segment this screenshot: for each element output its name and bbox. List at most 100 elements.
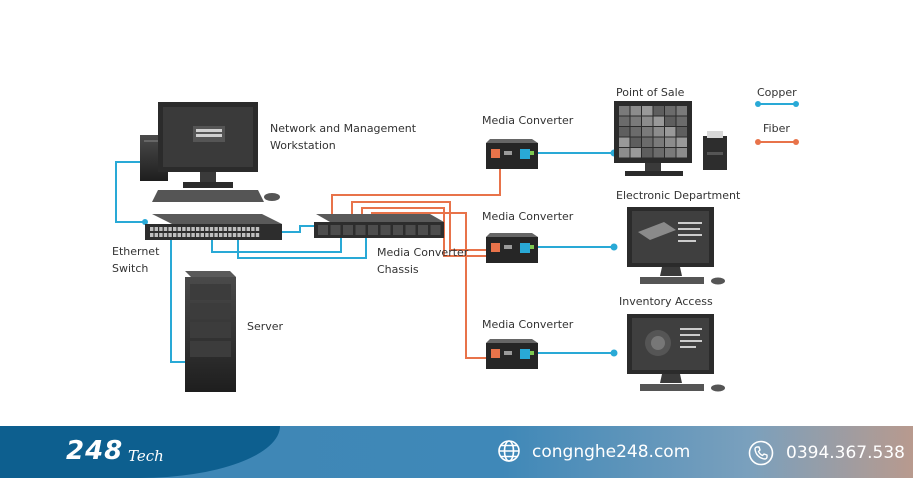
switch-port — [246, 233, 250, 237]
chassis-slot — [418, 225, 428, 235]
switch-port — [191, 227, 195, 231]
electronic-label: Electronic Department — [616, 189, 741, 202]
switch-port — [182, 233, 186, 237]
switch-port — [150, 233, 154, 237]
pos-screen-tile — [665, 148, 676, 158]
chassis-label-line1: Media Converter — [377, 246, 469, 259]
switch-port — [173, 233, 177, 237]
website-link[interactable]: congnghe248.com — [532, 442, 691, 462]
switch-port — [255, 227, 260, 231]
switch-port — [150, 227, 154, 231]
switch-port — [228, 227, 232, 231]
inventory-access-monitor — [627, 314, 725, 392]
network-diagram: Network and Management Workstation Ether… — [112, 86, 799, 392]
switch-port — [177, 227, 181, 231]
pos-screen-tile — [665, 106, 676, 116]
chassis-slot — [380, 225, 391, 235]
legend-copper-label: Copper — [757, 86, 797, 99]
phone-icon — [748, 440, 774, 466]
chassis-slot — [393, 225, 403, 235]
server-label: Server — [247, 320, 284, 333]
copper-switch-chassis-3 — [265, 225, 318, 233]
copper-workstation-switch — [115, 161, 150, 223]
switch-port — [246, 227, 250, 231]
chassis-slot — [405, 225, 416, 235]
chassis-label-line2: Chassis — [377, 263, 419, 276]
switch-port — [191, 233, 195, 237]
fiber-chassis-mc2a — [351, 201, 492, 251]
switch-port — [182, 227, 186, 231]
phone-number[interactable]: 0394.367.538 — [786, 443, 905, 463]
pos-screen-tile — [630, 116, 641, 126]
switch-port — [223, 233, 227, 237]
chassis-slot — [430, 225, 441, 235]
legend: Copper Fiber — [755, 86, 799, 145]
pos-screen-tile — [653, 127, 664, 137]
copper-switch-chassis-1 — [211, 238, 342, 253]
media-converter-1 — [486, 139, 538, 169]
switch-port — [168, 233, 172, 237]
copper-switch-chassis-2 — [237, 238, 367, 259]
pos-screen-tile — [619, 137, 630, 147]
switch-port — [232, 233, 237, 237]
switch-port — [209, 233, 214, 237]
pos-screen-tile — [665, 137, 676, 147]
switch-port — [163, 233, 168, 237]
pos-screen-tile — [653, 137, 664, 147]
switch-port — [168, 227, 172, 231]
server — [185, 271, 236, 392]
switch-port — [159, 227, 163, 231]
switch-port — [209, 227, 214, 231]
fiber-chassis-mc1 — [331, 160, 501, 222]
switch-port — [251, 227, 255, 231]
pos-screen-tile — [630, 106, 641, 116]
pos-screen-tile — [653, 106, 664, 116]
workstation-mouse — [264, 193, 280, 201]
switch-port — [219, 227, 223, 231]
point-of-sale-terminal — [614, 101, 727, 176]
pos-screen-tile — [665, 116, 676, 126]
pos-screen-tile — [619, 106, 630, 116]
pos-screen-tile — [676, 137, 687, 147]
switch-port — [159, 233, 163, 237]
brand-logo-suffix: Tech — [128, 447, 164, 465]
workstation-label-line1: Network and Management — [270, 122, 417, 135]
pos-screen-tile — [630, 148, 641, 158]
chassis-slots — [318, 225, 441, 235]
pos-screen-tile — [653, 116, 664, 126]
switch-port — [214, 233, 218, 237]
fiber-chassis-mc2b — [361, 207, 492, 257]
workstation-keyboard — [152, 190, 264, 202]
pos-screen-tile — [642, 148, 653, 158]
switch-ports — [150, 227, 260, 237]
switch-port — [196, 233, 200, 237]
pos-screen-tile — [642, 137, 653, 147]
mc1-label: Media Converter — [482, 114, 574, 127]
switch-port — [251, 233, 255, 237]
switch-port — [177, 233, 181, 237]
switch-port — [154, 233, 158, 237]
switch-port — [237, 233, 241, 237]
pos-screen-tile — [676, 116, 687, 126]
pos-screen-tile — [665, 127, 676, 137]
mc2-label: Media Converter — [482, 210, 574, 223]
switch-label-line1: Ethernet — [112, 245, 160, 258]
footer-banner: 248 Tech congnghe248.com 0394.367.538 — [0, 426, 913, 478]
switch-port — [219, 233, 223, 237]
switch-port — [214, 227, 218, 231]
pos-screen-tile — [642, 127, 653, 137]
switch-port — [242, 233, 246, 237]
switch-port — [186, 233, 191, 237]
switch-port — [163, 227, 168, 231]
electronic-department-monitor — [627, 207, 725, 285]
media-converter-2 — [486, 233, 538, 263]
switch-port — [154, 227, 158, 231]
ethernet-switch — [145, 214, 282, 240]
globe-icon — [498, 440, 520, 462]
switch-port — [205, 233, 209, 237]
switch-port — [228, 233, 232, 237]
pos-screen-tile — [642, 116, 653, 126]
workstation-label-line2: Workstation — [270, 139, 336, 152]
switch-port — [200, 233, 204, 237]
pos-screen-tile — [619, 127, 630, 137]
